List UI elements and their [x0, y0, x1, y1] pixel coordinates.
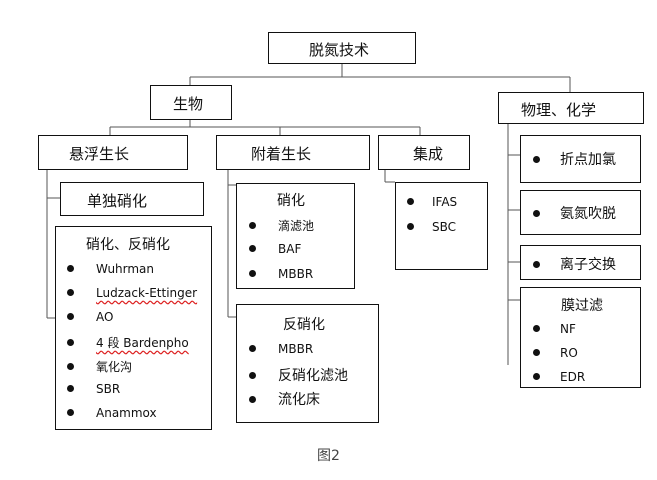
list-item: SBC: [407, 220, 456, 234]
list-item: 氨氮吹脱: [533, 203, 616, 223]
bullet-icon: [249, 371, 256, 379]
list-item: EDR: [533, 370, 585, 384]
list-item: MBBR: [249, 267, 313, 281]
physchem-label: 物理、化学: [521, 101, 597, 119]
ion-exchange-box: 离子交换: [520, 245, 641, 280]
list-item: AO: [67, 310, 113, 324]
list-item: 反硝化滤池: [249, 365, 348, 385]
integrated-items-box: IFAS SBC: [395, 182, 488, 270]
list-item: IFAS: [407, 195, 457, 209]
bullet-icon: [67, 409, 74, 416]
bullet-icon: [67, 339, 74, 346]
suspended-growth-label: 悬浮生长: [69, 145, 130, 163]
attached-growth-label: 附着生长: [251, 145, 312, 163]
nitr-denitr-box: 硝化、反硝化 Wuhrman Ludzack-Ettinger AO 4 段 B…: [55, 226, 212, 430]
physchem-node: 物理、化学: [498, 92, 644, 124]
bullet-icon: [249, 270, 256, 277]
attached-growth-node: 附着生长: [216, 135, 370, 170]
single-nitrification-node: 单独硝化: [60, 182, 204, 216]
list-item: NF: [533, 322, 576, 336]
bullet-icon: [67, 265, 74, 272]
list-item: 4 段 Bardenpho: [67, 334, 189, 351]
single-nitrification-label: 单独硝化: [87, 192, 148, 210]
list-item: MBBR: [249, 342, 313, 356]
denitrification-box: 反硝化 MBBR 反硝化滤池 流化床: [236, 304, 379, 423]
integrated-node: 集成: [378, 135, 470, 170]
list-item: 滴滤池: [249, 217, 314, 234]
biological-node: 生物: [150, 85, 232, 120]
list-item: 流化床: [249, 389, 320, 409]
bullet-icon: [533, 155, 540, 163]
bullet-icon: [249, 395, 256, 403]
list-item: BAF: [249, 242, 301, 256]
figure-caption: 图2: [317, 448, 340, 464]
list-item: Wuhrman: [67, 262, 154, 276]
bullet-icon: [249, 222, 256, 229]
nitrification-box: 硝化 滴滤池 BAF MBBR: [236, 183, 355, 289]
breakpoint-chlorination-box: 折点加氯: [520, 135, 641, 183]
bullet-icon: [407, 198, 414, 205]
membrane-title: 膜过滤: [561, 298, 603, 314]
integrated-label: 集成: [413, 145, 444, 163]
denitrification-title: 反硝化: [283, 317, 325, 333]
bullet-icon: [533, 209, 540, 217]
list-item: 折点加氯: [533, 149, 616, 169]
bullet-icon: [67, 385, 74, 392]
bullet-icon: [533, 325, 540, 332]
root-label: 脱氮技术: [309, 41, 370, 59]
bullet-icon: [249, 345, 256, 352]
nitr-denitr-title: 硝化、反硝化: [86, 237, 170, 253]
bullet-icon: [67, 313, 74, 320]
bullet-icon: [407, 223, 414, 230]
list-item: Anammox: [67, 406, 157, 420]
bullet-icon: [249, 245, 256, 252]
ammonia-stripping-box: 氨氮吹脱: [520, 190, 641, 235]
suspended-growth-node: 悬浮生长: [38, 135, 188, 170]
nitrification-title: 硝化: [277, 193, 305, 209]
bullet-icon: [67, 363, 74, 370]
list-item: 氧化沟: [67, 358, 132, 375]
root-node: 脱氮技术: [268, 32, 416, 64]
bullet-icon: [533, 373, 540, 380]
bullet-icon: [533, 260, 540, 268]
bullet-icon: [533, 349, 540, 356]
list-item: 离子交换: [533, 254, 616, 274]
list-item: SBR: [67, 382, 120, 396]
list-item: RO: [533, 346, 578, 360]
membrane-box: 膜过滤 NF RO EDR: [520, 287, 641, 388]
list-item: Ludzack-Ettinger: [67, 286, 197, 300]
bullet-icon: [67, 289, 74, 296]
biological-label: 生物: [173, 95, 204, 113]
